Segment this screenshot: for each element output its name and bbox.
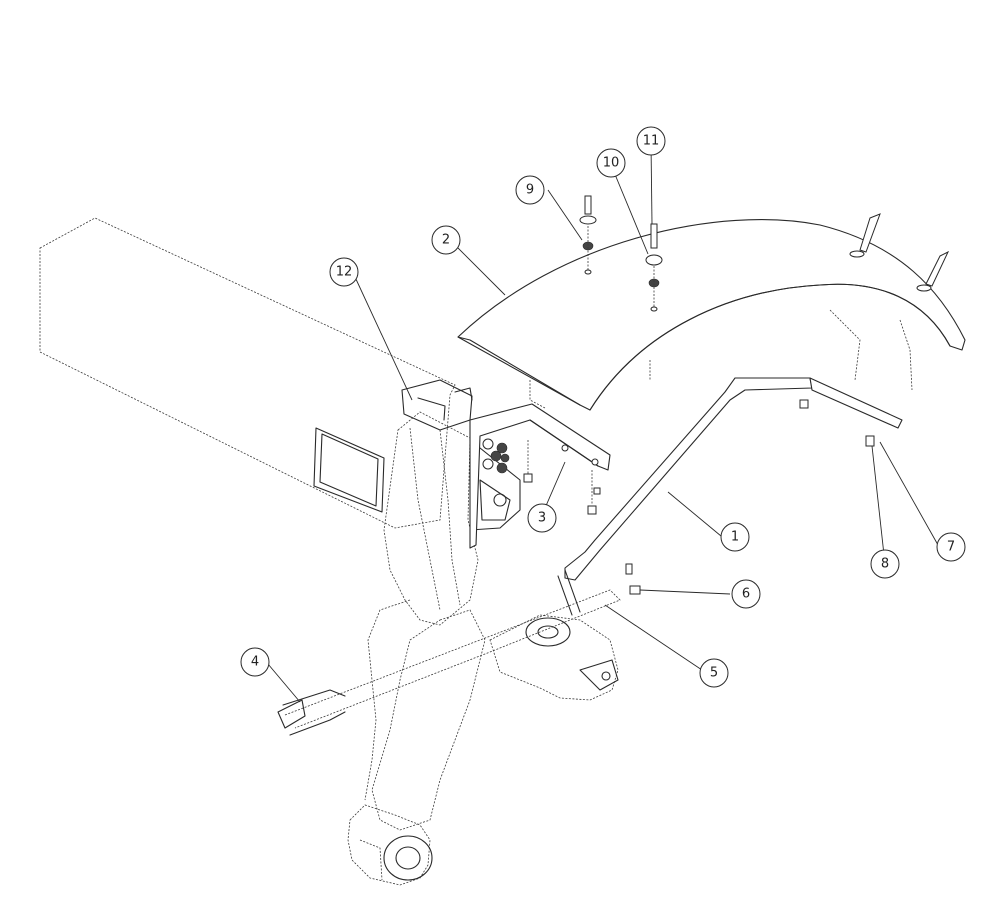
leader-lines bbox=[267, 142, 939, 703]
fender-fasteners bbox=[579, 195, 950, 595]
lower-arm bbox=[347, 599, 486, 886]
callout-3: 3 bbox=[527, 503, 557, 533]
mounting-bracket bbox=[469, 403, 611, 549]
callout-6: 6 bbox=[731, 579, 761, 609]
callout-7-label: 7 bbox=[947, 540, 955, 555]
fender-panel bbox=[457, 219, 966, 411]
callout-11: 11 bbox=[636, 126, 666, 156]
callout-12: 12 bbox=[329, 257, 359, 287]
callout-7: 7 bbox=[936, 532, 966, 562]
axle-shaft bbox=[277, 589, 621, 736]
callout-10-label: 10 bbox=[603, 156, 620, 171]
callout-2: 2 bbox=[431, 225, 461, 255]
callout-3-label: 3 bbox=[538, 511, 546, 526]
callout-10: 10 bbox=[596, 148, 626, 178]
wheel-hub bbox=[489, 614, 619, 701]
callout-8: 8 bbox=[870, 549, 900, 579]
callout-12-label: 12 bbox=[336, 265, 353, 280]
callout-11-label: 11 bbox=[643, 134, 660, 149]
callout-5: 5 bbox=[699, 658, 729, 688]
callout-4-label: 4 bbox=[251, 655, 259, 670]
callout-1-label: 1 bbox=[731, 530, 739, 545]
callout-8-label: 8 bbox=[881, 557, 889, 572]
bolt-group bbox=[482, 438, 510, 474]
callout-5-label: 5 bbox=[710, 666, 718, 681]
callout-2-label: 2 bbox=[442, 233, 450, 248]
callout-6-label: 6 bbox=[742, 587, 750, 602]
callout-1: 1 bbox=[720, 522, 750, 552]
support-strut bbox=[557, 377, 903, 616]
callout-9: 9 bbox=[515, 175, 545, 205]
callout-4: 4 bbox=[240, 647, 270, 677]
side-panel-housing bbox=[39, 217, 456, 529]
callout-9-label: 9 bbox=[526, 183, 534, 198]
